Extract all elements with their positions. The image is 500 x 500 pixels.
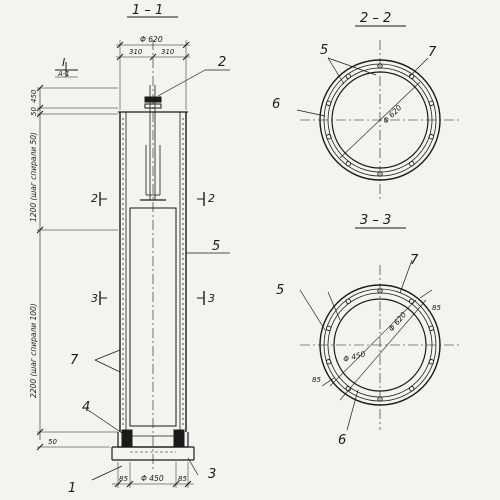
s33-85-right: 85: [432, 304, 441, 312]
base-right-block: [173, 429, 185, 447]
callout-4: 4: [82, 400, 90, 415]
cut-2-right: 2: [208, 192, 215, 205]
s33-dia-line: [339, 299, 427, 401]
callout-2: 2: [218, 55, 226, 70]
dim-50-top: 50: [30, 107, 38, 116]
dim-450: 450: [30, 89, 38, 103]
dim-bottom-dia: Φ 450: [141, 474, 164, 483]
dim-spiral-50: 1200 (шаг спирали 50): [29, 132, 38, 222]
callout-3: 3: [208, 467, 216, 482]
rebar-rod: [409, 161, 415, 167]
s22-callout-5: 5: [320, 43, 328, 58]
rebar-rod: [409, 386, 415, 392]
s33-callout-6: 6: [338, 433, 346, 448]
section-title-2-2: 2 – 2: [360, 11, 391, 26]
dim-50-bottom: 50: [48, 438, 57, 446]
s33-outer-dia-label: Φ 620: [387, 310, 409, 333]
s22-dia-label: Φ 620: [381, 103, 404, 126]
bolt-washer: [144, 103, 162, 109]
section-title-1-1: 1 – 1: [132, 3, 163, 18]
s22-callout-6: 6: [272, 97, 280, 112]
callout-7: 7: [70, 353, 79, 368]
rebar-rod: [325, 100, 332, 106]
rebar-rod: [345, 298, 351, 304]
callout-5: 5: [212, 239, 220, 254]
cut-3-left: 3: [91, 292, 98, 305]
callout-1: 1: [68, 481, 76, 496]
rebar-rod: [325, 325, 332, 331]
cut-mark-ref: А-1: [57, 70, 70, 78]
base-left-block: [121, 429, 133, 447]
dim-left-310: 310: [129, 48, 143, 56]
rebar-rod: [428, 359, 435, 365]
s22-rebar-rods: [325, 63, 435, 177]
rebar-rod: [409, 298, 415, 304]
dim-spiral-100: 2200 (шаг спирали 100): [29, 303, 38, 398]
s33-callout-7: 7: [410, 253, 419, 268]
section-title-3-3: 3 – 3: [360, 213, 391, 228]
dim-bottom-85-right: 85: [178, 475, 187, 483]
s33-rebar-rods: [325, 288, 435, 402]
rebar-rod: [325, 134, 332, 140]
rebar-rod: [345, 73, 351, 79]
rebar-rod: [428, 134, 435, 140]
dim-top-dia: Φ 620: [140, 35, 163, 44]
cut-3-right: 3: [208, 292, 215, 305]
rebar-rod: [345, 161, 351, 167]
dim-right-310: 310: [161, 48, 175, 56]
s33-85-left: 85: [312, 376, 321, 384]
rebar-rod: [325, 359, 332, 365]
rebar-rod: [428, 100, 435, 106]
s22-dia-line: [339, 81, 421, 159]
s33-callout-5: 5: [276, 283, 284, 298]
cut-2-left: 2: [91, 192, 98, 205]
bolt-nut-top: [144, 96, 162, 103]
cut-mark-I: I: [62, 56, 65, 69]
rebar-rod: [428, 325, 435, 331]
s22-callout-7: 7: [428, 45, 437, 60]
dim-bottom-85-left: 85: [119, 475, 128, 483]
rebar-rod: [345, 386, 351, 392]
